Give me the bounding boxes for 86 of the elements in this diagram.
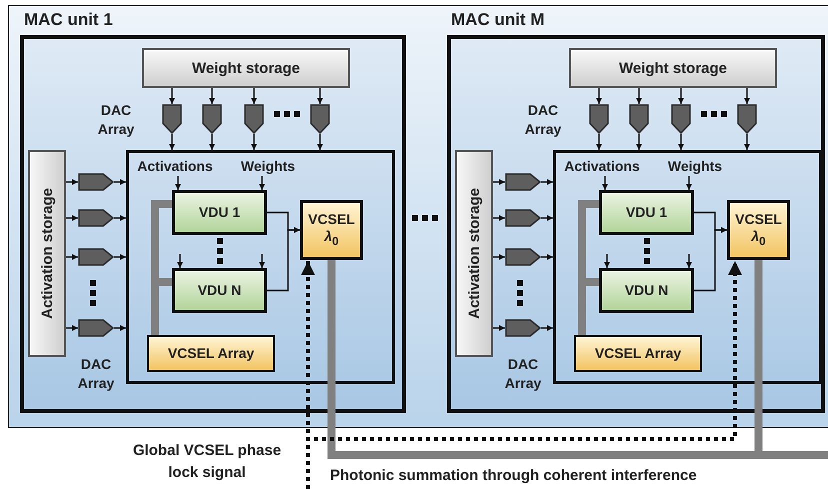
dac-symbol xyxy=(162,104,182,134)
unit-heading: MAC unit M xyxy=(451,10,544,30)
arrow xyxy=(175,176,181,190)
arrow xyxy=(493,254,505,260)
arrow xyxy=(493,325,505,331)
arrow xyxy=(744,134,750,150)
arrow xyxy=(251,134,257,150)
vcsel-box: VCSEL λ$_{0}$ xyxy=(300,200,363,260)
input-label: Activations xyxy=(131,157,219,176)
arrow xyxy=(169,88,175,104)
arrow xyxy=(209,134,215,150)
arrow xyxy=(541,325,553,331)
arrow xyxy=(596,134,602,150)
dac-symbol xyxy=(629,104,649,134)
arrow xyxy=(66,254,78,260)
arrow xyxy=(66,179,78,185)
vdu-box: VDU N xyxy=(172,268,267,313)
arrow xyxy=(636,88,642,104)
arrow xyxy=(114,254,126,260)
arrow xyxy=(259,176,265,190)
vcsel-array-box: VCSEL Array xyxy=(574,335,702,372)
vcsel-box: VCSEL λ$_{0}$ xyxy=(727,200,790,260)
vdu-array-frame xyxy=(126,150,395,384)
arrow xyxy=(678,134,684,150)
arrow xyxy=(317,134,323,150)
arrow xyxy=(602,176,608,190)
storage-box xyxy=(28,150,66,357)
arrow xyxy=(169,134,175,150)
arrow xyxy=(66,325,78,331)
storage-box: Weight storage xyxy=(142,48,350,88)
dac-symbol xyxy=(78,173,114,191)
input-label: Weights xyxy=(235,157,301,176)
vdu-box: VDU 1 xyxy=(599,190,694,235)
dac-symbol xyxy=(310,104,330,134)
arrow xyxy=(541,254,553,260)
dac-symbol xyxy=(202,104,222,134)
vcsel-array-box: VCSEL Array xyxy=(147,335,275,372)
storage-label: Activation storage xyxy=(38,188,56,319)
dac-symbol xyxy=(737,104,757,134)
arrow xyxy=(267,227,300,292)
dac-symbol xyxy=(505,209,541,227)
array-label: DAC Array xyxy=(96,101,136,139)
dac-symbol xyxy=(505,173,541,191)
arrow xyxy=(686,176,692,190)
arrow xyxy=(66,215,78,221)
arrow xyxy=(541,179,553,185)
storage-label: Activation storage xyxy=(466,188,482,319)
arrow xyxy=(317,88,323,104)
array-label: DAC Array xyxy=(524,101,562,139)
vdu-array-frame xyxy=(553,150,822,384)
arrow xyxy=(114,325,126,331)
arrow xyxy=(686,254,692,268)
arrow xyxy=(493,215,505,221)
arrow xyxy=(541,215,553,221)
input-label: Weights xyxy=(662,157,728,176)
arrow xyxy=(694,227,727,292)
dac-symbol xyxy=(505,319,541,337)
caption-text: Photonic summation through coherent interference xyxy=(330,466,698,486)
array-label: DAC Array xyxy=(76,355,116,393)
caption-text: Global VCSEL phase lock signal xyxy=(132,441,282,483)
arrow xyxy=(114,215,126,221)
arrow xyxy=(251,88,257,104)
storage-box xyxy=(455,150,493,357)
arrow xyxy=(177,254,183,268)
dac-symbol xyxy=(78,248,114,266)
arrow xyxy=(744,88,750,104)
arrow xyxy=(678,88,684,104)
vdu-box: VDU 1 xyxy=(172,190,267,235)
arrow xyxy=(596,88,602,104)
array-label: DAC Array xyxy=(504,355,542,393)
unit-heading: MAC unit 1 xyxy=(24,10,113,30)
input-label: Activations xyxy=(558,157,646,176)
arrow xyxy=(259,254,265,268)
arrow xyxy=(636,134,642,150)
dac-symbol xyxy=(671,104,691,134)
arrow xyxy=(493,179,505,185)
dac-symbol xyxy=(78,209,114,227)
dac-symbol xyxy=(505,248,541,266)
vdu-box: VDU N xyxy=(599,268,694,313)
dac-symbol xyxy=(244,104,264,134)
arrow xyxy=(114,179,126,185)
arrow xyxy=(209,88,215,104)
dac-symbol xyxy=(78,319,114,337)
arrow xyxy=(604,254,610,268)
storage-box: Weight storage xyxy=(569,48,777,88)
dac-symbol xyxy=(589,104,609,134)
